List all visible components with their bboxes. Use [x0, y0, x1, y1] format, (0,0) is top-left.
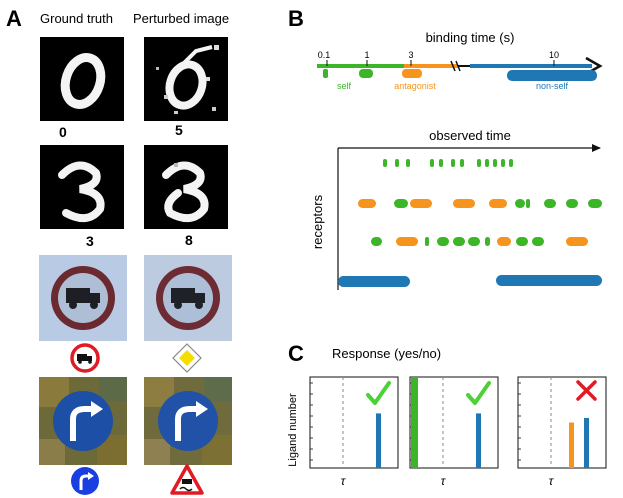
chart-3-tau-label: τ	[549, 474, 555, 488]
nonself-legend-label: non-self	[536, 81, 569, 91]
binding-event	[588, 199, 602, 208]
receptors-label: receptors	[310, 194, 325, 249]
ground-truth-label-0: 0	[59, 124, 67, 140]
binding-event	[566, 237, 588, 246]
turn-right-sign-perturbed-image	[144, 377, 232, 465]
chart-3-bar-2	[584, 417, 589, 468]
no-trucks-sign-ground-truth-image	[39, 255, 127, 341]
self-distribution-blob-1	[323, 69, 328, 78]
tick-label-3: 3	[408, 50, 413, 60]
binding-event	[460, 159, 464, 167]
binding-event	[477, 159, 481, 167]
slippery-road-pictogram-icon	[170, 464, 204, 495]
tick-label-10: 10	[549, 50, 559, 60]
digit-0-ground-truth-image	[40, 37, 124, 121]
binding-event	[485, 237, 490, 246]
panel-a-letter: A	[6, 6, 22, 31]
binding-event	[532, 237, 544, 246]
axis-break-mark-2	[455, 60, 461, 72]
binding-event	[453, 237, 465, 246]
chart-2-bar-2	[476, 413, 481, 468]
chart-2-tau-label: τ	[441, 474, 447, 488]
binding-event	[485, 159, 489, 167]
chart-3-frame	[517, 376, 607, 469]
chart-3-bar-1	[569, 422, 574, 468]
binding-event	[489, 199, 507, 208]
binding-event	[526, 199, 530, 208]
binding-event	[439, 159, 443, 167]
turn-right-pictogram-icon	[71, 467, 99, 495]
antagonist-distribution-blob	[402, 69, 422, 78]
digit-0-perturbed-image	[144, 37, 228, 121]
response-title: Response (yes/no)	[332, 346, 442, 361]
ligand-number-ylabel: Ligand number	[288, 393, 299, 467]
response-bar-charts: Ligand number τ τ τ	[288, 376, 607, 488]
binding-event	[544, 199, 556, 208]
chart-2-bar-1	[411, 377, 418, 468]
perturbed-label-5: 5	[175, 122, 183, 138]
observed-time-label: observed time	[429, 128, 511, 143]
binding-event	[451, 159, 455, 167]
binding-time-axis-title: binding time (s)	[426, 30, 515, 45]
chart-1-tau-label: τ	[341, 474, 347, 488]
priority-road-pictogram-icon	[172, 343, 202, 373]
tick-label-0-1: 0.1	[318, 50, 331, 60]
binding-event	[497, 237, 511, 246]
header-perturbed-image: Perturbed image	[133, 11, 230, 26]
no-trucks-pictogram-icon	[70, 343, 100, 373]
receptor-row-4	[338, 275, 602, 287]
binding-event	[395, 159, 399, 167]
antagonist-legend-label: antagonist	[394, 81, 436, 91]
perturbed-label-8: 8	[185, 232, 193, 248]
digit-3-perturbed-image	[144, 145, 228, 229]
binding-event	[430, 159, 434, 167]
nonself-distribution-blob	[507, 70, 597, 81]
binding-event	[371, 237, 382, 246]
axis-break-mark-1	[450, 60, 456, 72]
binding-event	[383, 159, 387, 167]
header-ground-truth: Ground truth	[40, 11, 113, 26]
chart-1-frame	[309, 376, 399, 469]
receptor-row-1	[383, 159, 513, 167]
binding-event	[410, 199, 432, 208]
chart-3-cross-icon	[576, 380, 597, 401]
no-trucks-sign-perturbed-image	[144, 255, 232, 341]
ground-truth-label-3: 3	[86, 233, 94, 249]
binding-event	[516, 237, 528, 246]
receptor-row-2	[358, 199, 602, 208]
binding-event	[406, 159, 410, 167]
binding-event	[468, 237, 480, 246]
binding-event	[515, 199, 525, 208]
binding-event	[501, 159, 505, 167]
binding-event	[338, 276, 410, 287]
receptor-row-3	[371, 237, 588, 246]
binding-event	[396, 237, 418, 246]
binding-event	[509, 159, 513, 167]
panel-b-letter: B	[288, 6, 304, 31]
chart-2-frame	[409, 376, 499, 469]
binding-time-schematic: binding time (s) 0.1 1 3 10 self antagon…	[310, 30, 603, 290]
binding-event	[566, 199, 578, 208]
binding-event	[358, 199, 376, 208]
panel-c-letter: C	[288, 341, 304, 366]
binding-event	[425, 237, 429, 246]
self-distribution-blob-2	[359, 69, 373, 78]
chart-1-bar-1	[376, 413, 381, 468]
binding-event	[493, 159, 497, 167]
turn-right-sign-ground-truth-image	[39, 377, 127, 465]
binding-event	[496, 275, 602, 286]
chart-2-check-icon	[466, 381, 491, 405]
binding-event	[453, 199, 475, 208]
binding-event	[437, 237, 449, 246]
self-legend-label: self	[337, 81, 352, 91]
tick-label-1: 1	[364, 50, 369, 60]
digit-3-ground-truth-image	[40, 145, 124, 229]
observed-time-arrowhead	[592, 144, 601, 152]
chart-1-check-icon	[366, 381, 391, 405]
binding-event	[394, 199, 408, 208]
